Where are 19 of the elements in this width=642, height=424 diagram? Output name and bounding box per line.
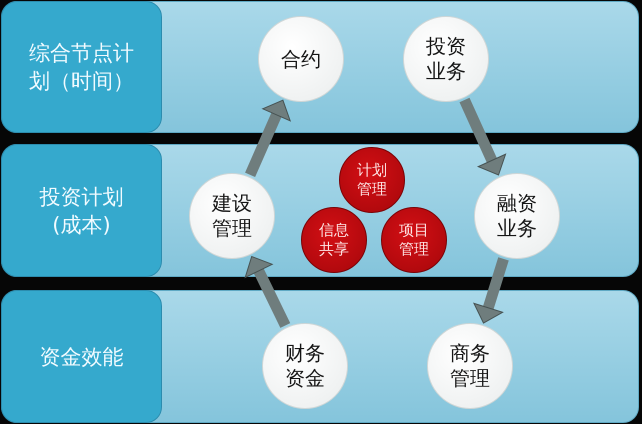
arrow [245, 98, 291, 178]
process-circle: 融资业务 [474, 173, 560, 259]
arrow [473, 257, 509, 325]
arrow [460, 98, 506, 178]
process-circle: 商务管理 [427, 323, 513, 409]
core-circle: 信息共享 [301, 207, 367, 273]
label-box: 综合节点计划（时间） [1, 1, 162, 133]
process-circle: 财务资金 [262, 323, 348, 409]
band-panel [1, 290, 639, 423]
core-circle: 计划管理 [339, 147, 405, 213]
process-circle: 建设管理 [189, 173, 275, 259]
band-panel [1, 144, 639, 277]
arrow [244, 254, 290, 328]
label-box: 资金效能 [1, 290, 162, 423]
label-box: 投资计划(成本) [1, 144, 162, 277]
band-panel [1, 1, 639, 133]
core-circle: 项目管理 [381, 207, 447, 273]
process-circle: 合约 [258, 16, 344, 102]
process-circle: 投资业务 [403, 16, 489, 102]
